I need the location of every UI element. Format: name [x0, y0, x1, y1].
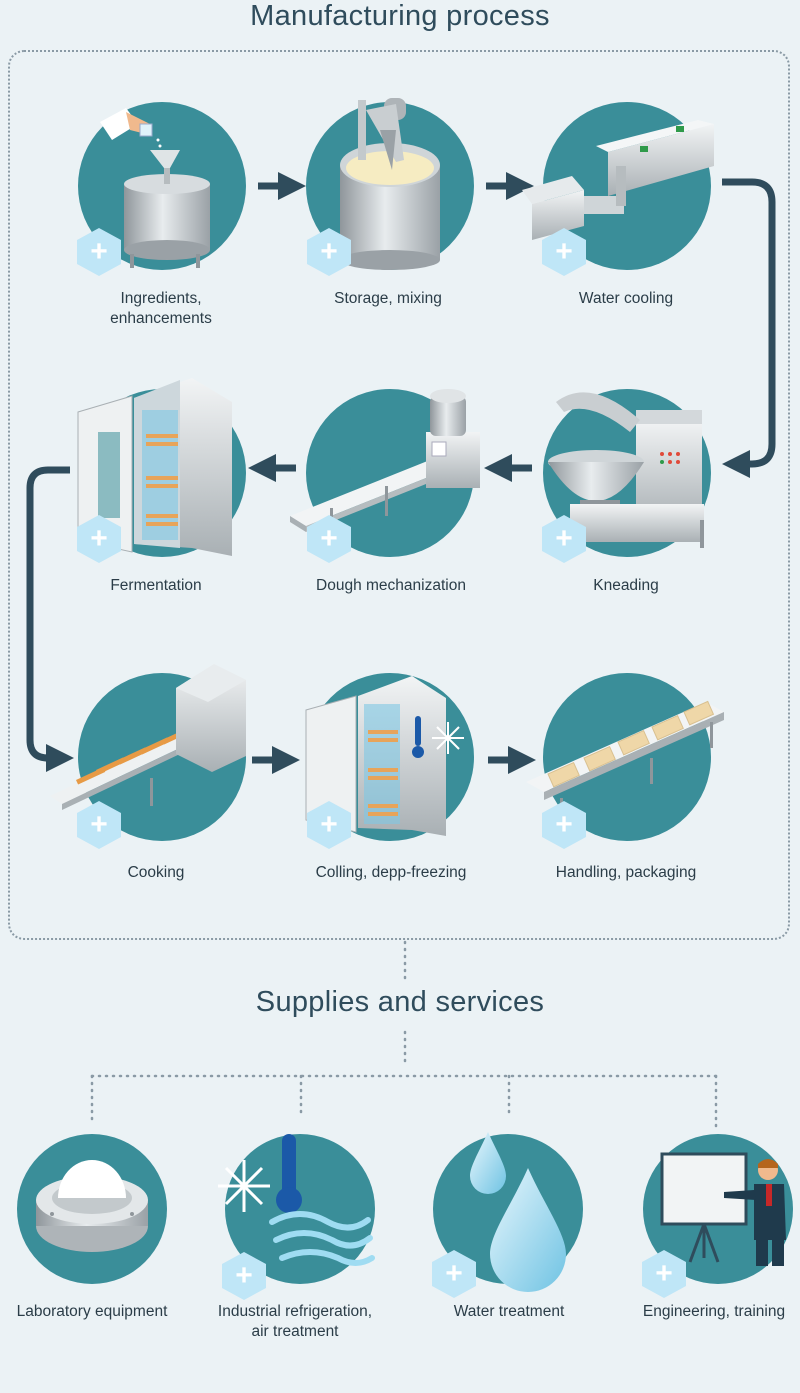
- process-step-label: Fermentation: [110, 577, 202, 594]
- presentation-icon: [660, 1152, 786, 1266]
- water-drop-icon: [470, 1132, 566, 1292]
- process-step-label: Handling, packaging: [555, 864, 697, 881]
- process-step-label: Cooking: [127, 864, 185, 881]
- flow-arrow: [722, 178, 776, 478]
- packaging-line-icon: [526, 700, 724, 824]
- supplies-services-title: Supplies and services: [255, 986, 545, 1018]
- manufacturing-process-title: Manufacturing process: [250, 0, 550, 32]
- proofer-cabinet-icon: [77, 378, 232, 556]
- add-details-icon[interactable]: +: [307, 801, 351, 849]
- add-details-icon[interactable]: +: [307, 515, 351, 563]
- freezer-cabinet-icon: [305, 676, 464, 836]
- add-details-icon[interactable]: +: [77, 515, 121, 563]
- mixer-tank-icon: [100, 108, 210, 268]
- dough-conveyor-icon: [290, 389, 480, 534]
- service-label: Laboratory equipment: [16, 1303, 168, 1320]
- process-step-label: Colling, depp-freezing: [315, 864, 467, 881]
- lab-equipment-icon: [36, 1160, 148, 1252]
- service-label: Engineering, training: [642, 1303, 786, 1320]
- water-cooler-icon: [522, 120, 714, 240]
- add-details-icon[interactable]: +: [222, 1252, 266, 1300]
- oven-conveyor-icon: [50, 664, 246, 834]
- refrigeration-icon: [218, 1134, 375, 1266]
- add-details-icon[interactable]: +: [77, 801, 121, 849]
- service-label: Water treatment: [453, 1303, 565, 1320]
- service-label: Industrial refrigeration,air treatment: [217, 1303, 373, 1340]
- manufacturing-process-frame: [8, 50, 790, 940]
- add-details-icon[interactable]: +: [307, 228, 351, 276]
- process-step-label: Kneading: [593, 577, 659, 594]
- process-step-label: Dough mechanization: [316, 577, 466, 594]
- add-details-icon[interactable]: +: [77, 228, 121, 276]
- kneader-icon: [548, 392, 704, 548]
- mixing-vat-icon: [340, 98, 440, 270]
- add-details-icon[interactable]: +: [432, 1250, 476, 1298]
- process-step-label: Storage, mixing: [334, 290, 442, 307]
- process-step-label: Water cooling: [578, 290, 674, 307]
- flow-arrow: [26, 466, 74, 772]
- process-step-label: Ingredients,enhancements: [110, 290, 212, 327]
